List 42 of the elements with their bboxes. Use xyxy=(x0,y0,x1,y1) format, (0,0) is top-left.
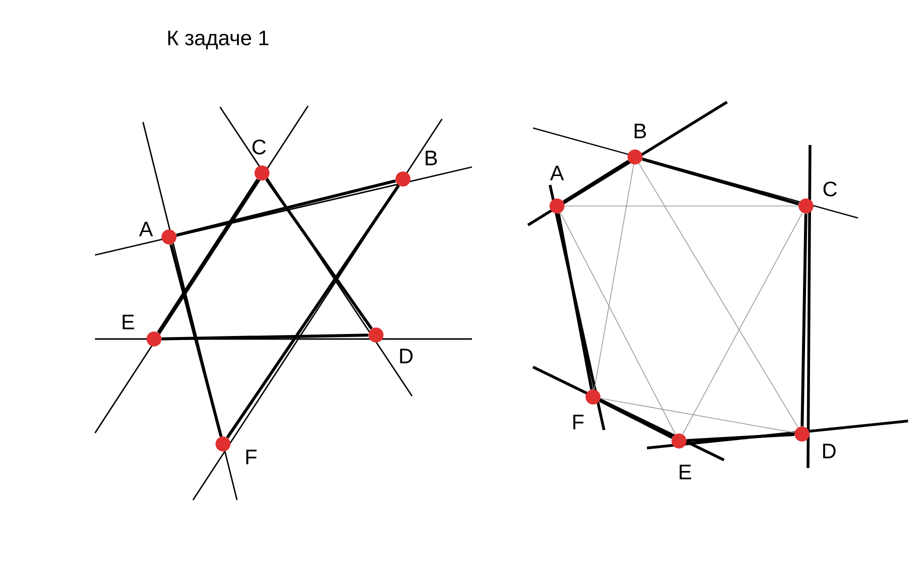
point-label: B xyxy=(426,150,437,166)
point-label: A xyxy=(550,166,564,180)
line-segment xyxy=(594,164,634,390)
line-segment xyxy=(156,178,260,334)
point-dot xyxy=(254,166,270,180)
point-label: D xyxy=(400,348,413,364)
title: К задаче 1 xyxy=(168,30,268,50)
line-segment xyxy=(686,432,794,442)
point-dot xyxy=(628,150,642,164)
point-dot xyxy=(368,328,384,342)
line-segment xyxy=(562,160,630,204)
point-dot xyxy=(216,436,230,452)
line-segment xyxy=(176,179,396,237)
line-segment xyxy=(162,334,368,340)
point-dot xyxy=(162,230,176,244)
point-label: E xyxy=(122,314,134,330)
line-segment xyxy=(642,158,800,206)
line-segment xyxy=(600,398,795,434)
point-dot xyxy=(146,332,162,346)
point-label: F xyxy=(573,414,584,430)
point-label: F xyxy=(246,450,257,464)
line-segment xyxy=(170,244,223,437)
line-segment xyxy=(638,163,798,428)
point-dot xyxy=(586,390,600,404)
point-label: B xyxy=(634,124,646,138)
point-label: D xyxy=(823,444,836,458)
point-label: C xyxy=(824,182,837,196)
line-segment xyxy=(800,214,808,426)
line-segment xyxy=(682,212,803,435)
line-segment xyxy=(556,213,594,390)
point-dot xyxy=(798,198,814,214)
point-label: A xyxy=(139,222,153,236)
point-label: E xyxy=(680,464,692,480)
point-dot xyxy=(396,172,410,186)
point-dot xyxy=(794,426,810,442)
line-segment xyxy=(560,212,676,435)
point-dot xyxy=(672,434,686,448)
point-dot xyxy=(550,198,564,214)
line-segment xyxy=(265,178,373,330)
point-label: C xyxy=(252,140,266,154)
line-segment xyxy=(226,184,400,438)
line-segment xyxy=(599,399,673,439)
